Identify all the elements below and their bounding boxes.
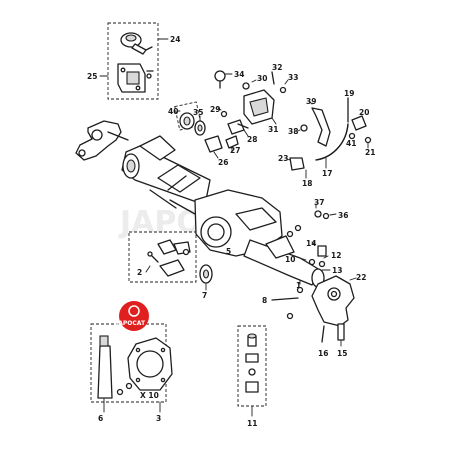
brake-line-group: 39 38 19 20 41 21 17 23 18	[278, 89, 375, 188]
callout-26: 26	[218, 158, 228, 167]
callout-40: 40	[168, 107, 178, 116]
japocat-logo: JAPOCAT	[115, 301, 149, 331]
box-outline-24	[107, 22, 159, 100]
axle-housing	[121, 135, 325, 288]
box-ball-joint-kit: 24 25	[87, 22, 180, 100]
callout-12: 12	[331, 251, 341, 260]
callout-6: 6	[98, 414, 103, 423]
callout-15: 15	[337, 349, 347, 358]
logo-text: JAPOCAT	[115, 320, 146, 327]
callout-19: 19	[344, 89, 354, 98]
callout-28: 28	[247, 135, 257, 144]
tie-rod-end-group: 14 12 10 13	[285, 239, 342, 275]
callout-29: 29	[210, 105, 220, 114]
mount-bracket-part	[117, 63, 154, 93]
box-outline-2	[128, 231, 197, 283]
callout-1: 1	[296, 281, 301, 290]
callout-38: 38	[288, 127, 298, 136]
ball-joint-part	[120, 32, 153, 55]
callout-21: 21	[365, 148, 375, 157]
callout-13: 13	[332, 266, 342, 275]
callout-10: 10	[285, 255, 295, 264]
callout-35: 35	[193, 108, 203, 117]
callout-24: 24	[170, 35, 180, 44]
callout-23: 23	[278, 154, 288, 163]
callout-33: 33	[288, 73, 298, 82]
callout-32: 32	[272, 63, 282, 72]
callout-31: 31	[268, 125, 278, 134]
steering-knuckle-left	[75, 120, 129, 161]
callout-27: 27	[230, 146, 240, 155]
callout-39: 39	[306, 97, 316, 106]
callout-17: 17	[322, 169, 332, 178]
spring-seat-group: 40 35 26 27 28 29 34 30 31	[168, 63, 298, 167]
callout-8: 8	[262, 296, 267, 305]
box-cover-kit: 6 X 10 3	[90, 323, 173, 423]
seal-ring-group: 7 5	[199, 247, 231, 300]
callout-14: 14	[306, 239, 316, 248]
callout-11: 11	[247, 419, 257, 428]
misc-fasteners	[182, 224, 302, 256]
callout-2: 2	[137, 268, 142, 277]
callout-16: 16	[318, 349, 328, 358]
vent-group: 37 36	[314, 198, 348, 220]
callout-37: 37	[314, 198, 324, 207]
callout-20: 20	[359, 108, 369, 117]
callout-25: 25	[87, 72, 97, 81]
callout-3: 3	[156, 414, 161, 423]
callout-18: 18	[302, 179, 312, 188]
callout-41: 41	[346, 139, 356, 148]
callout-36: 36	[338, 211, 348, 220]
callout-30: 30	[257, 74, 267, 83]
callout-5: 5	[226, 247, 231, 256]
callout-22: 22	[356, 273, 366, 282]
callout-7: 7	[202, 291, 207, 300]
callout-x10: X 10	[140, 391, 159, 400]
steering-knuckle-right: 22 1 8 16 15	[262, 273, 366, 358]
box-grease-fitting-kit: 11	[237, 325, 267, 428]
callout-34: 34	[234, 70, 244, 79]
